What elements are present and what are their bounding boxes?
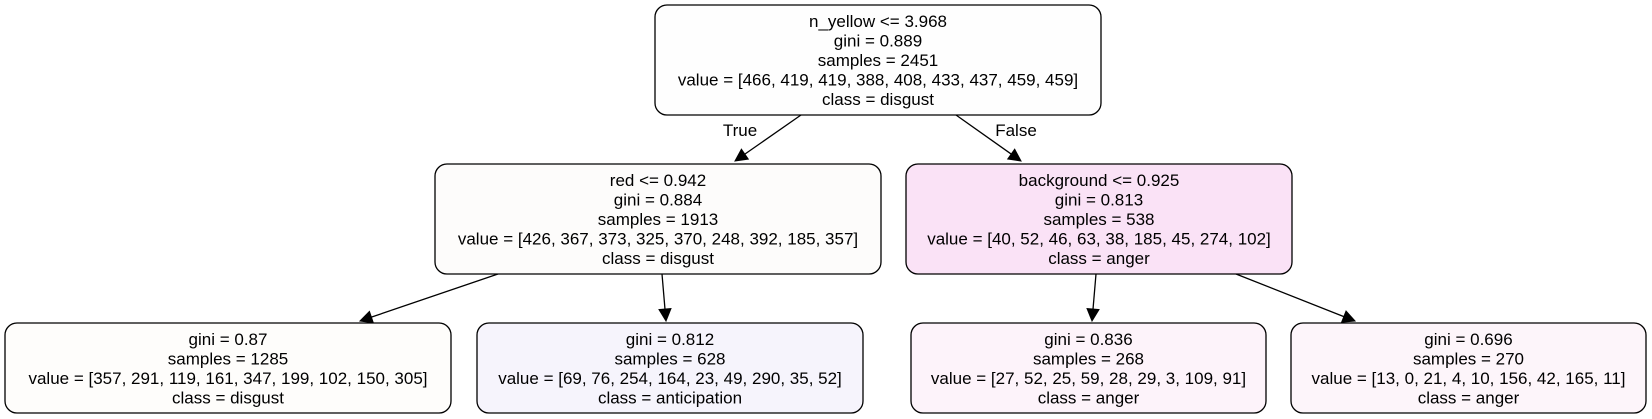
node-line: samples = 628: [614, 349, 725, 368]
node-line: samples = 1285: [168, 349, 289, 368]
edge-label-true: True: [723, 121, 757, 140]
node-line: class = anger: [1418, 388, 1520, 407]
edges-layer: True False: [358, 114, 1357, 324]
node-line: samples = 2451: [818, 51, 939, 70]
node-line: gini = 0.889: [834, 32, 922, 51]
edge-line: [1235, 273, 1345, 318]
node-box: [4, 322, 452, 414]
node-line: class = anger: [1048, 249, 1150, 268]
node-line: class = disgust: [822, 90, 934, 109]
edge-root-left: True: [723, 114, 802, 162]
edge-line: [1092, 273, 1097, 310]
node-line: value = [27, 52, 25, 59, 28, 29, 3, 109,…: [931, 369, 1246, 388]
node-line: value = [466, 419, 419, 388, 408, 433, 4…: [678, 71, 1078, 90]
node-line: class = anger: [1038, 388, 1140, 407]
node-line: background <= 0.925: [1019, 171, 1180, 190]
node-line: gini = 0.696: [1424, 330, 1512, 349]
edge-line: [955, 114, 1012, 155]
node-line: gini = 0.813: [1055, 191, 1143, 210]
edge-arrowhead: [1006, 148, 1022, 162]
edge-root-right: False: [955, 114, 1037, 162]
node-line: samples = 1913: [598, 210, 719, 229]
edge-arrowhead: [658, 307, 672, 323]
node-line: gini = 0.884: [614, 191, 702, 210]
node-line: class = disgust: [602, 249, 714, 268]
node-line: value = [13, 0, 21, 4, 10, 156, 42, 165,…: [1312, 369, 1626, 388]
edge-line: [661, 273, 666, 310]
node-box: [910, 322, 1267, 414]
node-box: [476, 322, 864, 414]
edge-right-rl: [1086, 273, 1100, 323]
edge-arrowhead: [358, 310, 375, 324]
node-line: value = [426, 367, 373, 325, 370, 248, 3…: [458, 230, 858, 249]
edge-line: [744, 114, 802, 155]
node-box: [434, 163, 882, 275]
node-line: samples = 538: [1043, 210, 1154, 229]
node-line: class = disgust: [172, 388, 284, 407]
node-line: gini = 0.836: [1044, 330, 1132, 349]
edge-arrowhead: [1086, 307, 1100, 323]
node-box: [1290, 322, 1647, 414]
node-line: red <= 0.942: [610, 171, 706, 190]
edge-line: [371, 273, 499, 318]
node-box: [654, 4, 1102, 116]
node-line: gini = 0.87: [189, 330, 268, 349]
node-line: value = [69, 76, 254, 164, 23, 49, 290, …: [498, 369, 842, 388]
node-line: gini = 0.812: [626, 330, 714, 349]
edge-arrowhead: [1340, 310, 1357, 323]
node-line: samples = 270: [1413, 349, 1524, 368]
edge-right-rr: [1235, 273, 1357, 323]
node-line: class = anticipation: [598, 388, 742, 407]
edge-left-ll: [358, 273, 499, 324]
node-box: [905, 163, 1293, 275]
edge-label-false: False: [995, 121, 1037, 140]
edge-arrowhead: [734, 148, 750, 162]
node-line: value = [40, 52, 46, 63, 38, 185, 45, 27…: [927, 230, 1271, 249]
node-line: n_yellow <= 3.968: [809, 12, 947, 31]
node-line: samples = 268: [1033, 349, 1144, 368]
node-line: value = [357, 291, 119, 161, 347, 199, 1…: [28, 369, 427, 388]
edge-left-lr: [658, 273, 672, 323]
